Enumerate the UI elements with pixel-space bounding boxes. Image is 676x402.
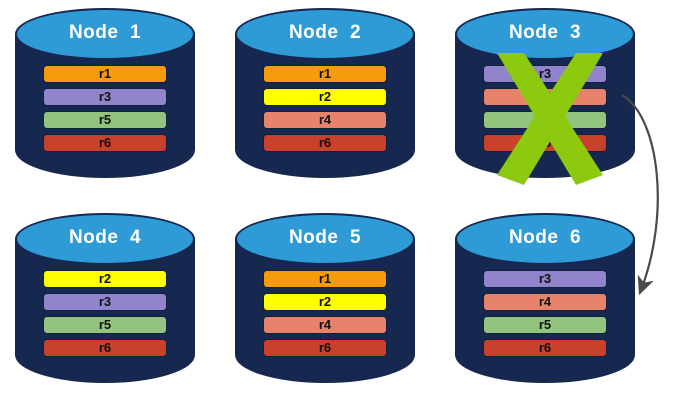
replica-list: r2 r3 r5 r6 <box>44 271 166 363</box>
replica-label: r5 <box>538 112 552 127</box>
replica-bar[interactable]: r6 <box>44 135 166 151</box>
node-cylinder-3[interactable]: Node 3 r3 r4 r5 r6 <box>455 5 635 190</box>
replica-label: r6 <box>98 340 112 355</box>
replica-bar[interactable]: r3 <box>44 89 166 105</box>
replica-bar[interactable]: r5 <box>484 112 606 128</box>
node-label: Node 1 <box>68 22 142 43</box>
replica-label: r6 <box>98 135 112 150</box>
replica-bar[interactable]: r4 <box>484 294 606 310</box>
replica-bar[interactable]: r3 <box>484 271 606 287</box>
node-cylinder-5[interactable]: Node 5 r1 r2 r4 r6 <box>235 210 415 395</box>
node-label: Node 6 <box>508 227 582 248</box>
node-cylinder-1[interactable]: Node 1 r1 r3 r5 r6 <box>15 5 195 190</box>
replica-bar[interactable]: r6 <box>264 340 386 356</box>
replica-label: r6 <box>318 340 332 355</box>
replica-label: r5 <box>98 317 112 332</box>
node-label: Node 4 <box>68 227 142 248</box>
replica-label: r2 <box>98 271 112 286</box>
replica-label: r4 <box>318 317 332 332</box>
replica-bar[interactable]: r2 <box>264 294 386 310</box>
replica-label: r6 <box>318 135 332 150</box>
replica-list: r1 r2 r4 r6 <box>264 271 386 363</box>
replica-label: r6 <box>538 135 552 150</box>
replica-bar[interactable]: r1 <box>264 271 386 287</box>
replica-bar[interactable]: r5 <box>44 317 166 333</box>
replica-bar[interactable]: r6 <box>484 135 606 151</box>
replica-label: r3 <box>98 294 112 309</box>
replica-label: r3 <box>98 89 112 104</box>
replica-bar[interactable]: r2 <box>264 89 386 105</box>
cylinder-top-ellipse <box>235 8 415 60</box>
replica-bar[interactable]: r4 <box>264 317 386 333</box>
replica-list: r3 r4 r5 r6 <box>484 66 606 158</box>
replica-bar[interactable]: r3 <box>44 294 166 310</box>
node-cylinder-4[interactable]: Node 4 r2 r3 r5 r6 <box>15 210 195 395</box>
replica-list: r1 r3 r5 r6 <box>44 66 166 158</box>
replica-bar[interactable]: r5 <box>484 317 606 333</box>
replica-bar[interactable]: r5 <box>44 112 166 128</box>
replica-bar[interactable]: r6 <box>44 340 166 356</box>
replica-label: r4 <box>318 112 332 127</box>
cylinder-top-ellipse <box>15 8 195 60</box>
replica-label: r3 <box>538 271 552 286</box>
cylinder-top-ellipse <box>15 213 195 265</box>
cylinder-top-ellipse <box>235 213 415 265</box>
node-label: Node 2 <box>288 22 362 43</box>
replica-label: r1 <box>318 66 332 81</box>
replica-label: r5 <box>538 317 552 332</box>
replica-bar[interactable]: r1 <box>264 66 386 82</box>
replica-bar[interactable]: r4 <box>264 112 386 128</box>
replica-bar[interactable]: r6 <box>484 340 606 356</box>
replica-bar[interactable]: r1 <box>44 66 166 82</box>
replica-bar[interactable]: r2 <box>44 271 166 287</box>
replica-label: r6 <box>538 340 552 355</box>
replica-label: r2 <box>318 294 332 309</box>
replica-bar[interactable]: r6 <box>264 135 386 151</box>
replica-label: r3 <box>538 66 552 81</box>
node-cylinder-6[interactable]: Node 6 r3 r4 r5 r6 <box>455 210 635 395</box>
node-label: Node 3 <box>508 22 582 43</box>
replica-label: r4 <box>538 294 552 309</box>
cylinder-top-ellipse <box>455 213 635 265</box>
replica-label: r2 <box>318 89 332 104</box>
replica-bar[interactable]: r4 <box>484 89 606 105</box>
replica-label: r5 <box>98 112 112 127</box>
node-label: Node 5 <box>288 227 362 248</box>
replica-list: r1 r2 r4 r6 <box>264 66 386 158</box>
replica-label: r1 <box>98 66 112 81</box>
replica-list: r3 r4 r5 r6 <box>484 271 606 363</box>
replica-label: r1 <box>318 271 332 286</box>
node-cylinder-2[interactable]: Node 2 r1 r2 r4 r6 <box>235 5 415 190</box>
replica-bar[interactable]: r3 <box>484 66 606 82</box>
replica-label: r4 <box>538 89 552 104</box>
